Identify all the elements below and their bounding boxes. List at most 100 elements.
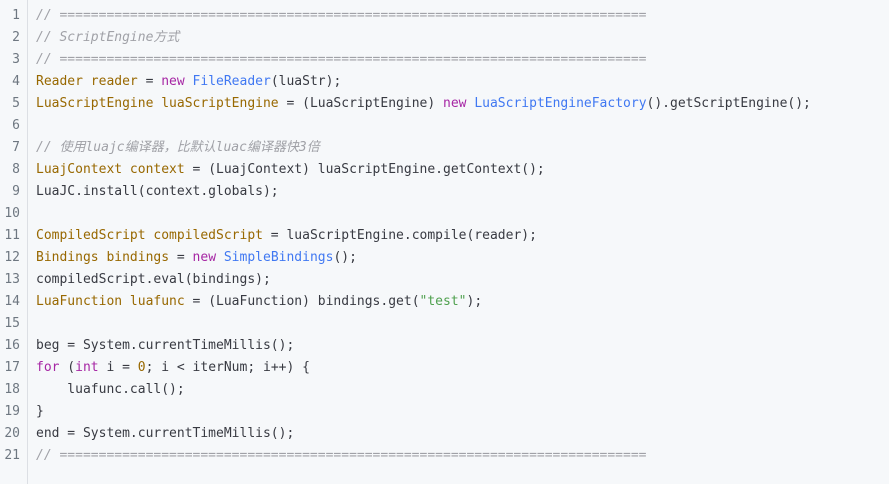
- code-line: 19}: [0, 401, 889, 423]
- code-token: ; i < iterNum; i++) {: [145, 360, 310, 375]
- code-text: for (int i = 0; i < iterNum; i++) {: [36, 357, 889, 379]
- code-line: 1 // ====================================…: [0, 5, 889, 27]
- code-token: = (LuaScriptEngine): [278, 96, 444, 111]
- code-token: );: [466, 294, 483, 309]
- code-line: 20 end = System.currentTimeMillis();: [0, 423, 889, 445]
- line-number: 3: [12, 52, 20, 67]
- line-number: 6: [12, 118, 20, 133]
- code-line: 18 luafunc.call();: [0, 379, 889, 401]
- line-number: 16: [4, 338, 20, 353]
- code-text: // =====================================…: [36, 49, 889, 71]
- code-token: Reader reader: [36, 74, 138, 89]
- code-token: int: [75, 360, 99, 375]
- code-token: [216, 250, 224, 265]
- code-text: }: [36, 401, 889, 423]
- code-line: 9 LuaJC.install(context.globals);: [0, 181, 889, 203]
- line-number: 14: [4, 294, 20, 309]
- code-token: (luaStr);: [270, 74, 342, 89]
- code-text: Reader reader = new FileReader(luaStr);: [36, 71, 889, 93]
- line-number: 11: [4, 228, 20, 243]
- code-token: // 使用luajc编译器，比默认luac编译器快3倍: [36, 140, 320, 155]
- gutter-divider: [27, 0, 28, 484]
- code-line: 5 LuaScriptEngine luaScriptEngine = (LuaS…: [0, 93, 889, 115]
- code-line: 12 Bindings bindings = new SimpleBindings…: [0, 247, 889, 269]
- code-token: // =====================================…: [36, 8, 647, 23]
- code-token: LuaFunction luafunc: [36, 294, 185, 309]
- code-token: = luaScriptEngine.compile(reader);: [262, 228, 537, 243]
- line-number: 13: [4, 272, 20, 287]
- code-token: }: [36, 404, 44, 419]
- line-number: 19: [4, 404, 20, 419]
- code-text: LuaScriptEngine luaScriptEngine = (LuaSc…: [36, 93, 889, 115]
- line-number: 21: [4, 448, 20, 463]
- code-token: = (LuaFunction) bindings.get(: [184, 294, 420, 309]
- code-line: 4 Reader reader = new FileReader(luaStr);: [0, 71, 889, 93]
- code-token: "test": [419, 294, 467, 309]
- code-token: Bindings bindings: [36, 250, 170, 265]
- code-line: 13 compiledScript.eval(bindings);: [0, 269, 889, 291]
- line-number: 4: [12, 74, 20, 89]
- line-number: 5: [12, 96, 20, 111]
- code-line: 3 // ====================================…: [0, 49, 889, 71]
- line-number: 10: [4, 206, 20, 221]
- code-line: 7 // 使用luajc编译器，比默认luac编译器快3倍: [0, 137, 889, 159]
- code-token: beg = System.currentTimeMillis();: [36, 338, 295, 353]
- code-text: compiledScript.eval(bindings);: [36, 269, 889, 291]
- code-token: // =====================================…: [36, 448, 647, 463]
- code-token: new: [192, 250, 217, 265]
- code-token: i =: [98, 360, 138, 375]
- code-token: [185, 74, 193, 89]
- code-text: // ScriptEngine方式: [36, 27, 889, 49]
- code-token: LuaJC.install(context.globals);: [36, 184, 279, 199]
- code-token: FileReader: [192, 74, 271, 89]
- code-line: 8 LuajContext context = (LuajContext) lua…: [0, 159, 889, 181]
- line-number: 1: [12, 8, 20, 23]
- code-token: LuaScriptEngineFactory: [474, 96, 647, 111]
- code-token: CompiledScript compiledScript: [36, 228, 263, 243]
- code-text: CompiledScript compiledScript = luaScrip…: [36, 225, 889, 247]
- code-token: 0: [137, 360, 146, 375]
- code-text: luafunc.call();: [36, 379, 889, 401]
- line-number: 18: [4, 382, 20, 397]
- line-number: 7: [12, 140, 20, 155]
- line-number: 12: [4, 250, 20, 265]
- code-line: 11 CompiledScript compiledScript = luaScr…: [0, 225, 889, 247]
- code-line: 2 // ScriptEngine方式: [0, 27, 889, 49]
- code-line: 6: [0, 115, 889, 137]
- code-token: SimpleBindings: [223, 250, 334, 265]
- code-token: end = System.currentTimeMillis();: [36, 426, 295, 441]
- code-text: end = System.currentTimeMillis();: [36, 423, 889, 445]
- line-number: 2: [12, 30, 20, 45]
- line-number: 20: [4, 426, 20, 441]
- code-token: LuajContext context: [36, 162, 185, 177]
- code-lines: 1 // ====================================…: [0, 5, 889, 467]
- code-text: LuajContext context = (LuajContext) luaS…: [36, 159, 889, 181]
- line-number: 15: [4, 316, 20, 331]
- code-text: // =====================================…: [36, 5, 889, 27]
- code-token: (: [59, 360, 76, 375]
- code-token: = (LuajContext) luaScriptEngine.getConte…: [184, 162, 545, 177]
- line-number: 9: [12, 184, 20, 199]
- code-token: =: [137, 74, 162, 89]
- code-token: for: [36, 360, 60, 375]
- code-token: new: [161, 74, 185, 89]
- code-text: Bindings bindings = new SimpleBindings()…: [36, 247, 889, 269]
- code-line: 10: [0, 203, 889, 225]
- code-token: =: [169, 250, 193, 265]
- code-text: // 使用luajc编译器，比默认luac编译器快3倍: [36, 137, 889, 159]
- code-line: 16 beg = System.currentTimeMillis();: [0, 335, 889, 357]
- code-token: new: [443, 96, 467, 111]
- code-token: LuaScriptEngine luaScriptEngine: [36, 96, 279, 111]
- code-token: // =====================================…: [36, 52, 647, 67]
- code-line: 14 LuaFunction luafunc = (LuaFunction) bi…: [0, 291, 889, 313]
- code-text: LuaJC.install(context.globals);: [36, 181, 889, 203]
- code-text: // =====================================…: [36, 445, 889, 467]
- code-text: LuaFunction luafunc = (LuaFunction) bind…: [36, 291, 889, 313]
- line-number: 8: [12, 162, 20, 177]
- code-line: 15: [0, 313, 889, 335]
- code-text: beg = System.currentTimeMillis();: [36, 335, 889, 357]
- code-token: // ScriptEngine方式: [36, 30, 180, 45]
- code-line: 21 // ===================================…: [0, 445, 889, 467]
